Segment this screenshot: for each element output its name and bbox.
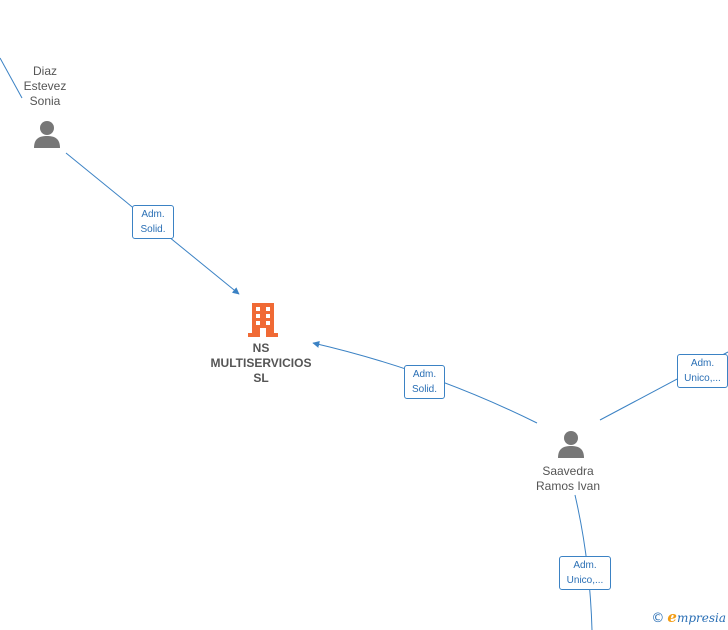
edge-label-line: Adm. (573, 560, 597, 571)
company-name-line: MULTISERVICIOS (210, 356, 312, 370)
person-label-diaz[interactable]: Diaz Estevez Sonia (10, 64, 80, 109)
copyright-icon: © (651, 611, 665, 626)
building-icon[interactable] (248, 303, 278, 337)
person-name-line: Estevez (23, 79, 67, 93)
person-name-line: Diaz (32, 64, 57, 78)
company-name-line: SL (253, 371, 269, 385)
person-name-line: Sonia (29, 94, 61, 108)
edge-label-line: Unico,... (566, 575, 604, 586)
company-label[interactable]: NS MULTISERVICIOS SL (201, 341, 321, 386)
edge-label-line: Adm. (141, 209, 165, 220)
edge-line-offscreen-diaz (0, 57, 23, 99)
edge-label-saavedra-company[interactable]: Adm. Solid. (404, 365, 445, 399)
edge-label-line: Solid. (140, 224, 166, 235)
brand-watermark: ©empresia (651, 608, 726, 626)
edge-label-line: Unico,... (684, 373, 721, 384)
edge-label-diaz-company[interactable]: Adm. Solid. (132, 205, 174, 239)
person-icon[interactable] (556, 429, 586, 459)
person-label-saavedra[interactable]: Saavedra Ramos Ivan (523, 464, 613, 494)
edge-label-saavedra-bottom[interactable]: Adm. Unico,... (559, 556, 611, 590)
brand-name: mpresia (676, 611, 726, 625)
edge-label-line: Solid. (411, 384, 437, 395)
person-name-line: Ramos Ivan (535, 479, 601, 493)
edge-label-line: Adm. (412, 369, 437, 380)
edge-label-saavedra-right[interactable]: Adm. Unico,... (677, 354, 728, 388)
company-name-line: NS (252, 341, 270, 355)
person-name-line: Saavedra (542, 464, 594, 478)
brand-initial: e (667, 608, 677, 626)
edge-label-line: Adm. (690, 358, 715, 369)
person-icon[interactable] (32, 119, 62, 149)
